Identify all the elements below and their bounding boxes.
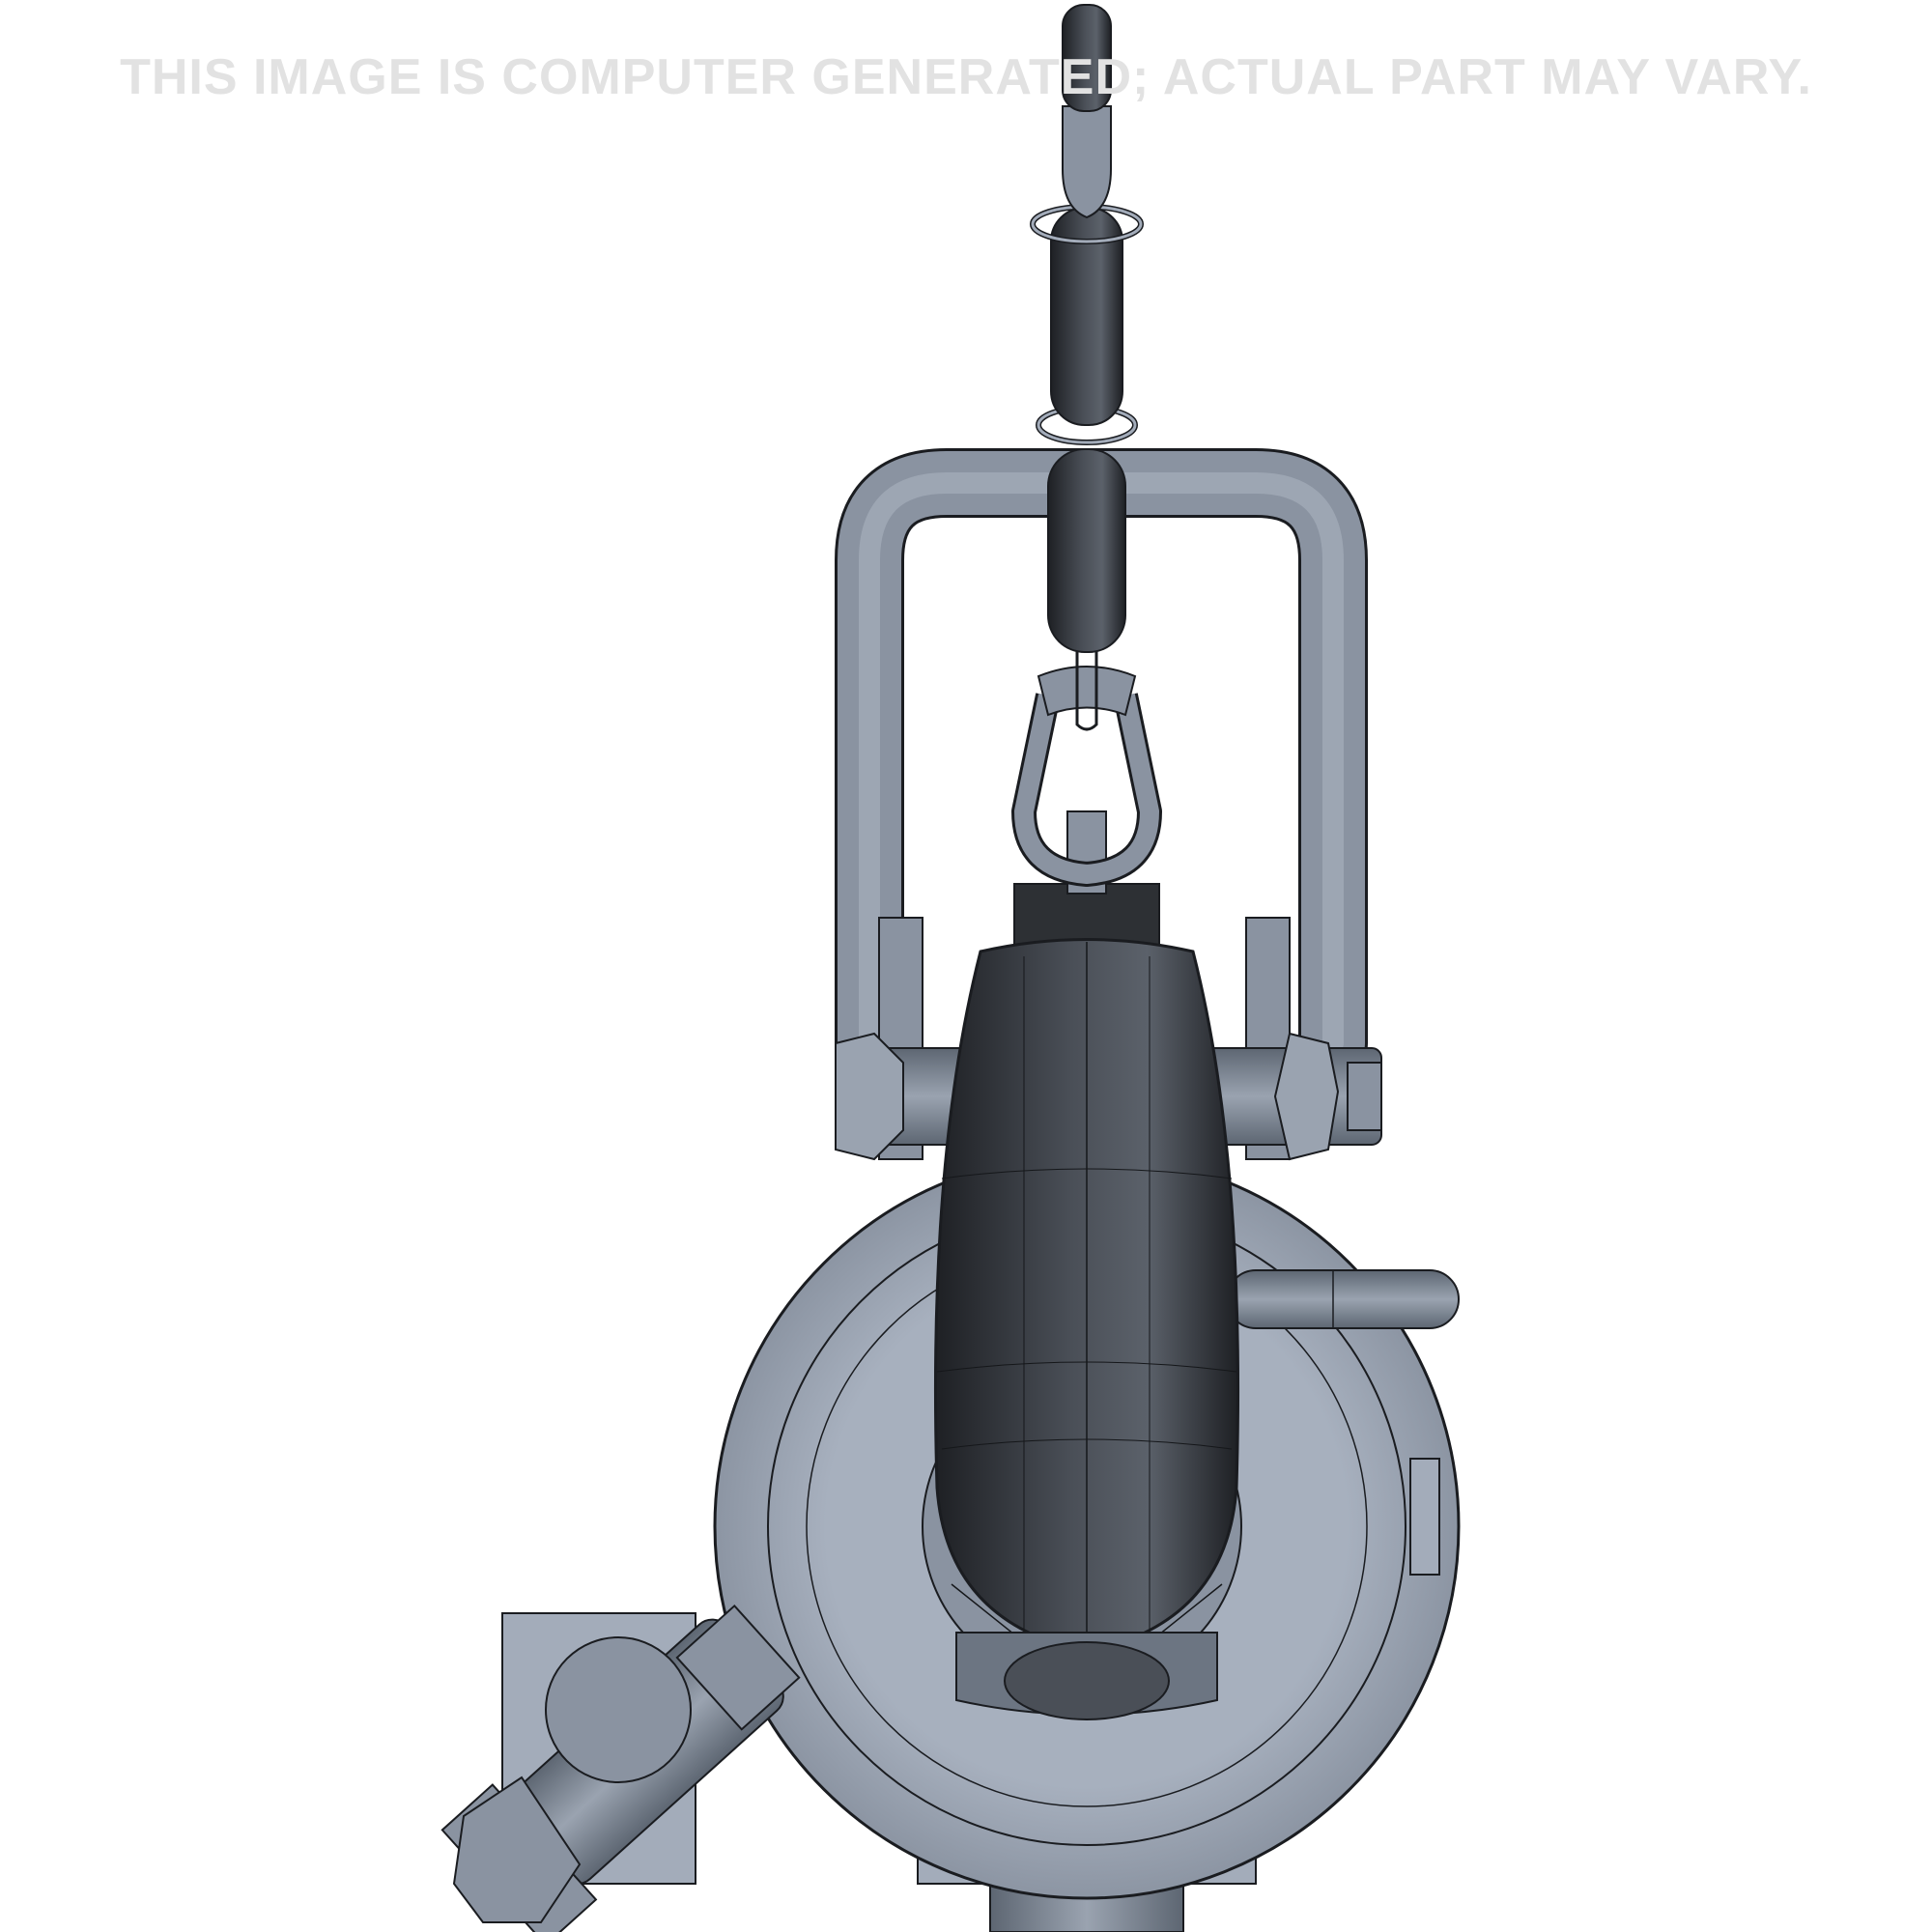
hanger-collar (1037, 666, 1137, 717)
vent-pipe (1226, 1269, 1460, 1329)
left-nut (835, 1032, 904, 1161)
stem-tab (1062, 105, 1112, 219)
inlet-elbow (545, 1636, 692, 1783)
disclaimer-watermark: THIS IMAGE IS COMPUTER GENERATED; ACTUAL… (120, 49, 1812, 105)
stem-tip (1062, 4, 1112, 112)
side-tab (1409, 1458, 1440, 1576)
inlet-hex-nut (452, 1776, 582, 1923)
right-nut (1273, 1032, 1340, 1161)
bolt-end (1347, 1062, 1382, 1131)
bonnet-port (1004, 1641, 1170, 1720)
stem-lower (1047, 448, 1126, 653)
